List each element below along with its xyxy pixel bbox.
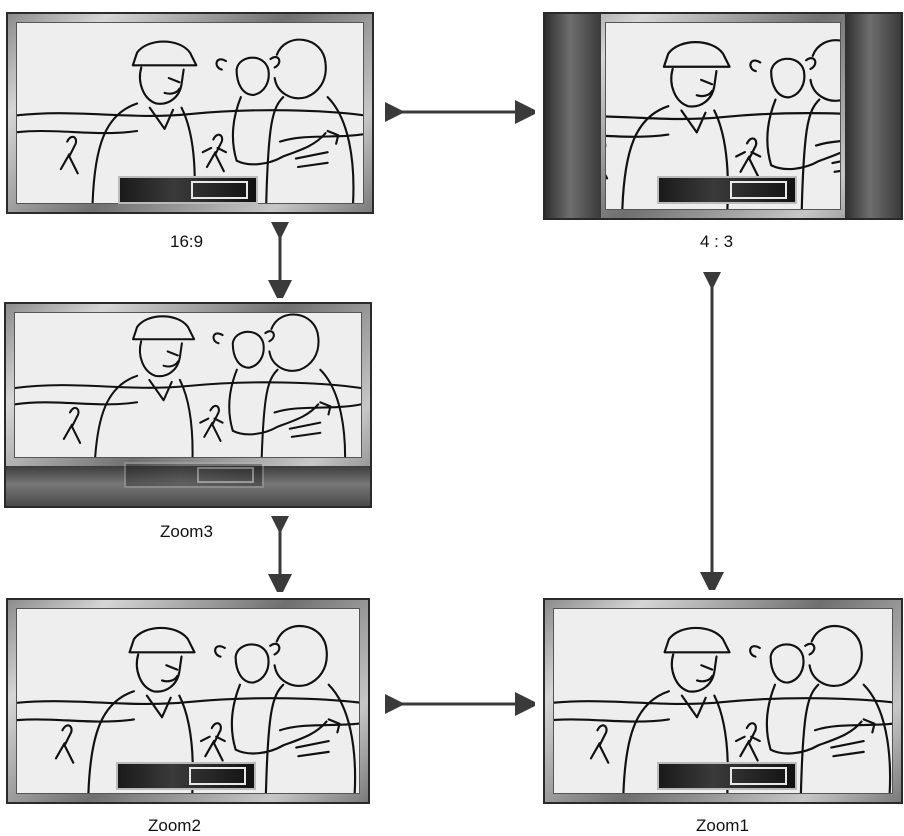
label-4-3: 4 : 3 [700, 232, 734, 251]
osd-box [196, 467, 254, 483]
osd-bar [118, 176, 258, 204]
osd-box [729, 181, 787, 199]
osd-box [190, 181, 248, 199]
screen-zoom1 [543, 598, 903, 804]
label-16-9: 16:9 [170, 232, 204, 251]
screen-16-9 [6, 12, 374, 214]
picture-zoom3 [14, 312, 362, 458]
label-zoom1: Zoom1 [696, 816, 749, 835]
arrow-16-9-to-zoom3 [268, 222, 292, 298]
pillar-right [845, 14, 901, 218]
osd-bar [116, 762, 256, 790]
letterbox-band [6, 466, 370, 506]
arrow-4-3-to-zoom1 [700, 272, 724, 590]
screen-zoom3 [4, 302, 372, 508]
arrow-zoom2-to-zoom1 [385, 692, 535, 716]
osd-box [188, 767, 246, 785]
osd-bar [657, 176, 797, 204]
scene-illustration [15, 313, 361, 457]
label-zoom2: Zoom2 [148, 816, 201, 835]
osd-bar-faded [124, 462, 264, 488]
osd-box [729, 767, 787, 785]
label-zoom3: Zoom3 [160, 522, 213, 541]
arrow-zoom3-to-zoom2 [268, 516, 292, 592]
osd-bar [657, 762, 797, 790]
screen-4-3 [543, 12, 903, 220]
screen-zoom2 [6, 598, 370, 804]
arrow-16-9-to-4-3 [385, 100, 535, 124]
picture-16-9 [16, 22, 364, 204]
pillar-left [545, 14, 601, 218]
